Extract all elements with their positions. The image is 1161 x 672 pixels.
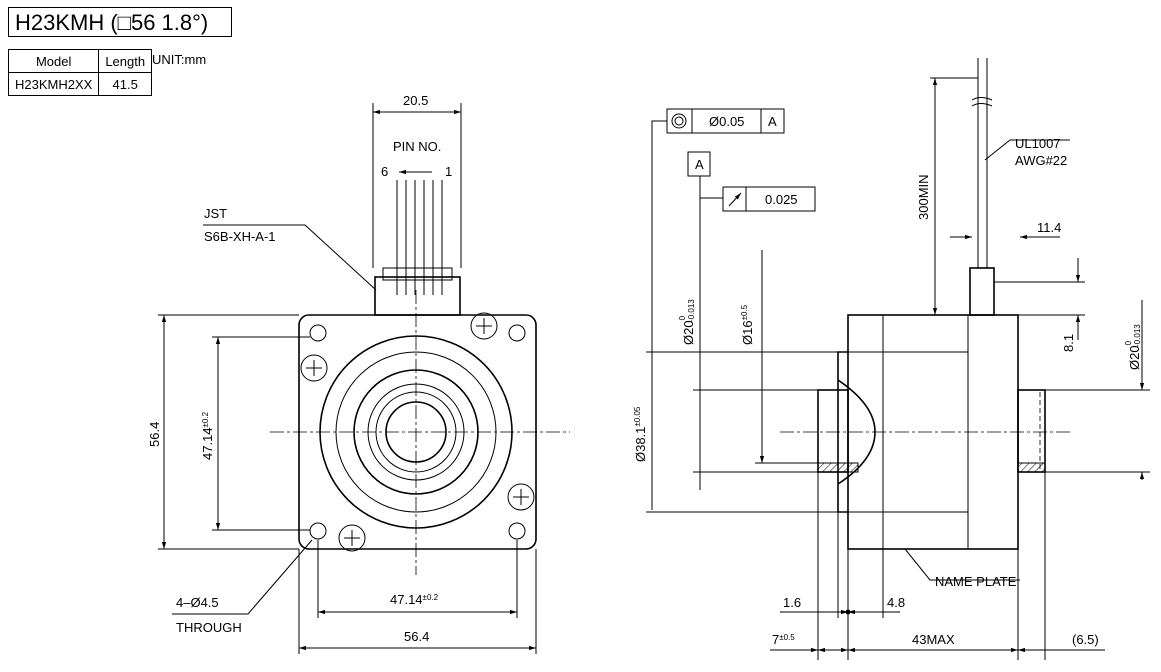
dim-1-6: 1.6 — [783, 595, 801, 610]
dim-hole-pitch-h: 47.14±0.2 — [390, 592, 439, 607]
dim-boss-dia: Ø16±0.5 — [740, 304, 755, 345]
lead-outlet — [969, 267, 995, 316]
rear-shaft — [1017, 389, 1046, 473]
connector-leader — [203, 224, 377, 291]
nameplate-leader — [904, 548, 1020, 581]
connector-label-jst: JST — [204, 206, 227, 221]
spec-table: Model Length H23KMH2XX 41.5 — [7, 49, 153, 96]
connector-housing — [374, 276, 461, 316]
lead-label-awg: AWG#22 — [1015, 153, 1067, 168]
dim-hole-pitch-v: 47.14±0.2 — [200, 411, 215, 460]
datum-label: A — [695, 157, 704, 172]
lead-leader — [984, 139, 1070, 161]
dim-connector-width: 20.5 — [403, 93, 428, 108]
pin-left: 6 — [381, 164, 388, 179]
connector-pins — [396, 180, 443, 295]
pin-right: 1 — [445, 164, 452, 179]
name-plate-label: NAME PLATE — [935, 574, 1017, 589]
connector-label-part: S6B-XH-A-1 — [204, 229, 276, 244]
front-shaft — [817, 389, 849, 473]
pin-label: PIN NO. — [393, 139, 441, 154]
dim-4-8: 4.8 — [887, 595, 905, 610]
holes-label: 4–Ø4.5 — [176, 595, 219, 610]
concentricity-datum: A — [768, 114, 777, 129]
dim-shaft-dia-left: Ø200-0.013 — [678, 299, 696, 345]
holes-through: THROUGH — [176, 620, 242, 635]
holes-leader — [172, 539, 313, 615]
dim-7: 7±0.5 — [772, 632, 795, 647]
dim-lead-offset: 11.4 — [1037, 220, 1061, 235]
dim-shaft-dia-right: Ø200-0.013 — [1124, 324, 1142, 370]
side-view: Ø0.05 A A 0.025 UL1007 AWG#22 300MIN 11.… — [633, 58, 1150, 660]
dim-body-length: 43MAX — [912, 632, 955, 647]
datum-box — [687, 151, 711, 177]
dim-height: 56.4 — [147, 422, 162, 447]
dim-pilot-dia: Ø38.1±0.05 — [633, 406, 648, 462]
dim-lead-height: 8.1 — [1061, 334, 1076, 352]
cell-length: 41.5 — [98, 72, 153, 96]
concentricity-icon — [671, 113, 687, 129]
concentricity-value: Ø0.05 — [709, 114, 744, 129]
screws — [300, 312, 535, 552]
mounting-holes — [309, 324, 526, 540]
unit-label: UNIT:mm — [152, 52, 207, 67]
dim-rear-shaft: (6.5) — [1072, 632, 1099, 647]
cell-model: H23KMH2XX — [7, 72, 100, 96]
table-row: H23KMH2XX 41.5 — [7, 72, 153, 96]
runout-icon — [728, 192, 742, 207]
drawing-title: H23KMH (□56 1.8°) — [8, 7, 232, 37]
runout-value: 0.025 — [765, 192, 798, 207]
dim-lead-length: 300MIN — [916, 174, 931, 220]
front-view: 20.5 PIN NO. 6 1 JST S6B-XH-A-1 56.4 47.… — [147, 93, 570, 654]
runout-frame — [722, 186, 816, 212]
dim-width: 56.4 — [404, 629, 429, 644]
connector-top — [382, 267, 453, 281]
lead-label-ul: UL1007 — [1015, 136, 1061, 151]
